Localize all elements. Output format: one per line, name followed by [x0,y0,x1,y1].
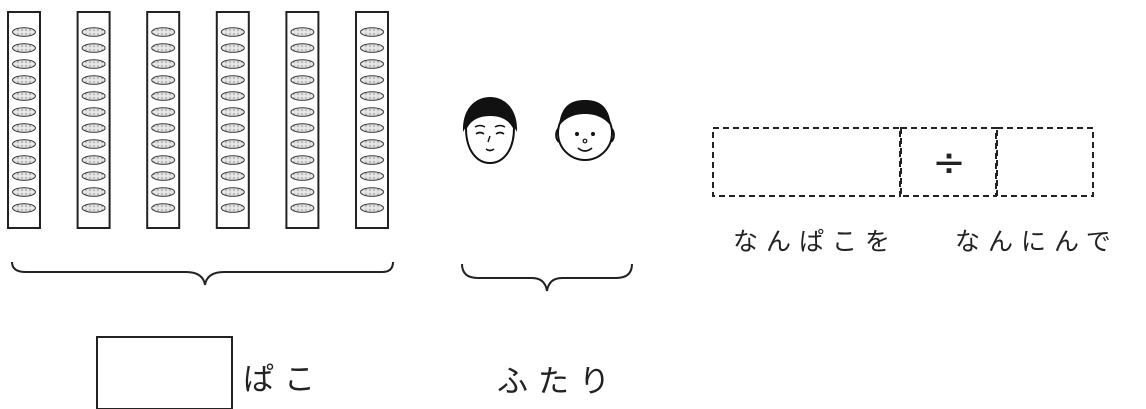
dango [12,91,36,101]
dango [12,203,36,213]
dango [81,203,106,213]
dango [81,107,106,117]
dango [360,59,384,69]
dango [360,107,384,117]
dango [220,27,245,37]
dango [12,155,36,165]
dango [220,155,245,165]
dango [360,155,384,165]
dango [290,75,315,85]
dango [360,27,384,37]
dango [290,139,315,149]
dango [12,75,36,85]
dango [151,107,176,117]
operator-box [900,127,997,197]
dango [290,155,315,165]
dango [81,43,106,53]
dango [360,91,384,101]
dango [12,107,36,117]
dango [12,43,36,53]
dango [290,59,315,69]
dango [290,171,315,181]
divisor-box[interactable] [996,127,1094,197]
dango [81,91,106,101]
dividend-caption: なんぱこを [733,227,899,256]
dango-pack [215,11,250,229]
dango [220,75,245,85]
dango [220,139,245,149]
dango [290,27,315,37]
dango [151,203,176,213]
divisor-caption: なんにんで [955,227,1119,256]
dango [81,75,106,85]
dango [12,187,36,197]
dango [151,43,176,53]
dango [151,139,176,149]
dango [220,171,245,181]
answer-unit: ぱこ [243,362,325,398]
dango [81,139,106,149]
dango [151,91,176,101]
dango-pack [76,11,111,229]
dango [151,155,176,165]
people-brace [461,263,633,292]
dango [151,27,176,37]
dango [290,123,315,133]
dango [220,91,245,101]
dango [220,123,245,133]
dango [81,171,106,181]
dango [290,91,315,101]
dango [290,187,315,197]
dango [360,139,384,149]
dango [151,187,176,197]
dango [12,171,36,181]
dango [151,171,176,181]
division-sign: ÷ [932,140,966,186]
dango-pack [146,11,181,229]
dango [290,43,315,53]
dango [360,123,384,133]
dango-pack [285,11,320,229]
dividend-box[interactable] [712,127,901,197]
dango [81,59,106,69]
dango [12,123,36,133]
dango [12,139,36,149]
dango [220,43,245,53]
dango-pack [355,11,389,229]
dango [151,59,176,69]
dango [81,155,106,165]
dango [360,43,384,53]
answer-box[interactable] [96,336,233,409]
dango-packs [7,11,389,229]
dango [290,203,315,213]
dango [81,187,106,197]
dango [360,171,384,181]
packs-brace [11,261,394,286]
dango [151,123,176,133]
dango [360,203,384,213]
dango [220,59,245,69]
dango [12,59,36,69]
people-label: ふたり [497,364,620,400]
dango [81,27,106,37]
dango [151,75,176,85]
dango [220,203,245,213]
dango [360,75,384,85]
dango [290,107,315,117]
dango [220,107,245,117]
dango [12,27,36,37]
person-face-2 [555,100,615,161]
dango [81,123,106,133]
dango-pack [7,11,41,229]
dango [220,187,245,197]
person-face-1 [462,97,518,165]
dango [360,187,384,197]
